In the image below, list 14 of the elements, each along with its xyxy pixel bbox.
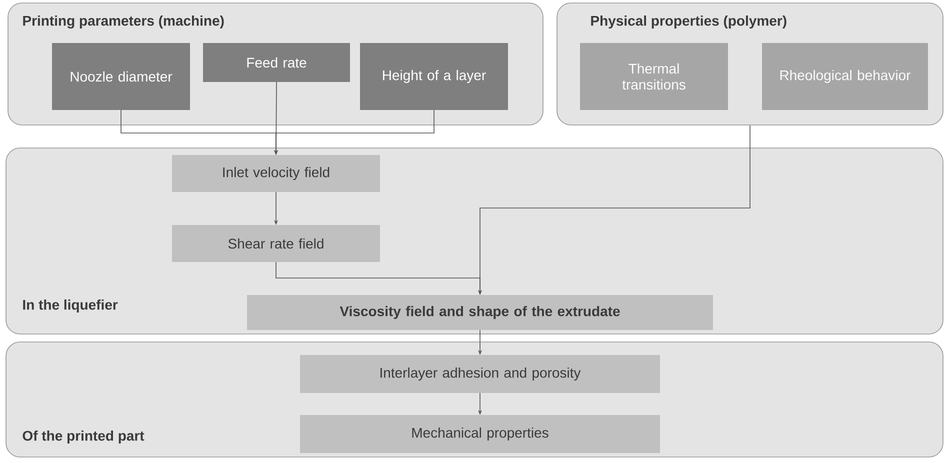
group-heading: In the liquefier (23, 299, 118, 313)
parameter-box: Height of a layer (360, 43, 508, 110)
parameter-box: Feed rate (203, 43, 350, 82)
group-heading: Physical properties (polymer) (591, 15, 786, 29)
process-box: Inlet velocity field (172, 155, 380, 192)
process-box: Viscosity field and shape of the extrudate (247, 295, 713, 330)
group-heading: Of the printed part (22, 430, 144, 444)
property-box: Rheological behavior (762, 43, 928, 110)
parameter-box: Noozle diameter (52, 43, 190, 110)
property-box: Thermal transitions (580, 43, 728, 110)
process-box: Mechanical properties (300, 415, 660, 453)
group-heading: Printing parameters (machine) (23, 15, 224, 29)
process-box: Interlayer adhesion and porosity (300, 355, 660, 393)
process-box: Shear rate field (172, 225, 380, 262)
